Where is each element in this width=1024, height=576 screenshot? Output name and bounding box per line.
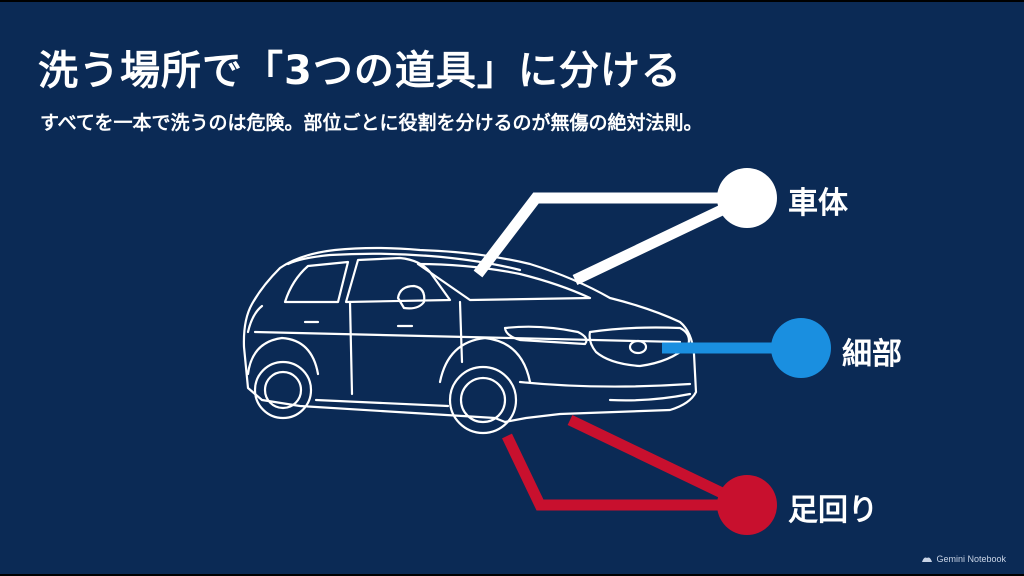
slide-subtitle: すべてを一本で洗うのは危険。部位ごとに役割を分けるのが無傷の絶対法則。 (40, 112, 703, 134)
label-detail: 細部 (842, 337, 902, 372)
underbody-connector (502, 415, 777, 535)
detail-node-dot (771, 318, 831, 378)
car-outline (242, 246, 698, 435)
detail-connector (662, 318, 831, 378)
watermark-text: Gemini Notebook (936, 554, 1006, 564)
label-body: 車体 (788, 186, 848, 221)
watermark: Gemini Notebook (922, 554, 1006, 564)
slide-title: 洗う場所で「3つの道具」に分ける (38, 48, 682, 94)
underbody-node-dot (717, 475, 777, 535)
body-connector (473, 168, 777, 285)
label-underbody: 足回り (788, 493, 878, 528)
notebook-logo-icon (922, 557, 933, 562)
body-node-dot (717, 168, 777, 228)
